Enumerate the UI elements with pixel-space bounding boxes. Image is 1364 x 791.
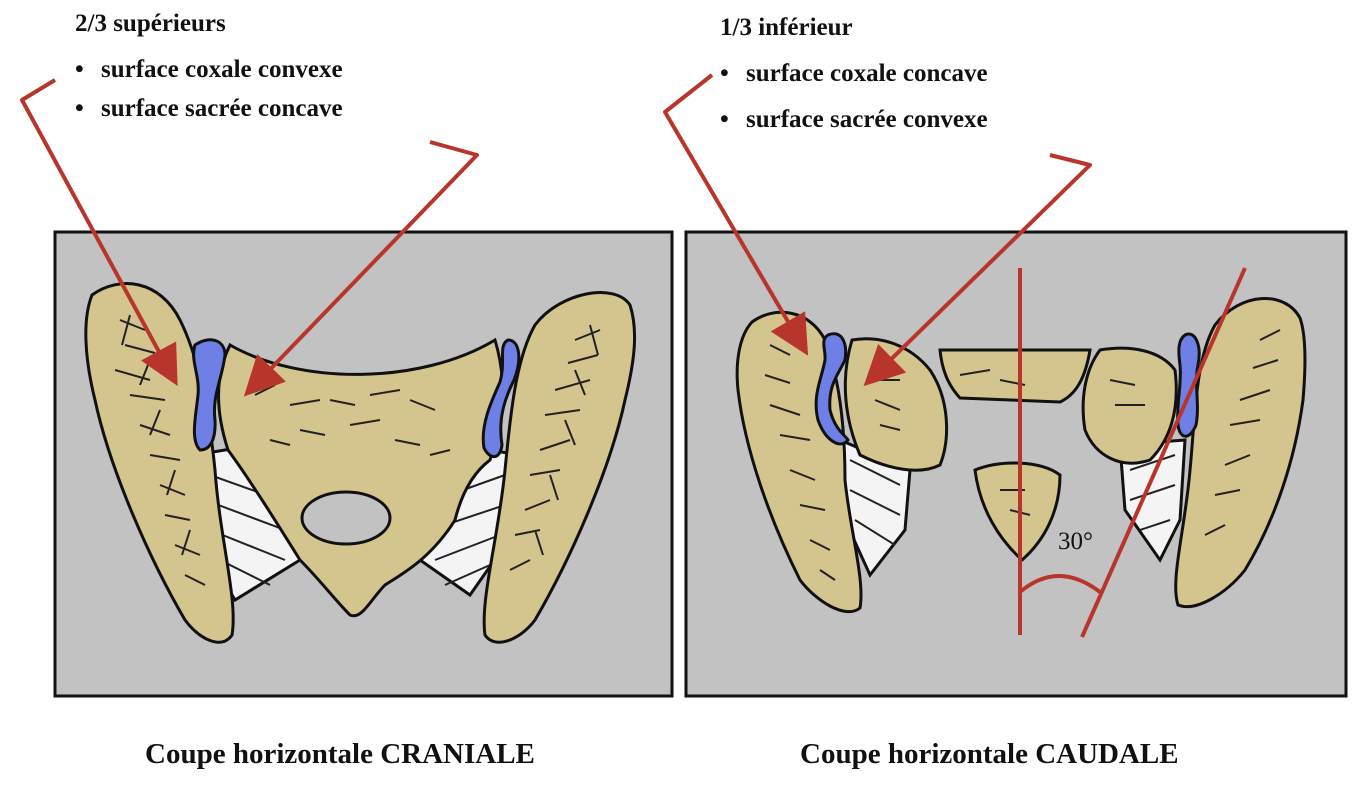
upper-bullet-2-text: surface sacrée concave bbox=[101, 95, 343, 122]
annotation-arrows bbox=[20, 73, 1092, 397]
lower-bullet-2: • surface sacrée convexe bbox=[720, 106, 988, 134]
bullet-dot: • bbox=[720, 60, 729, 87]
caudal-section-panel bbox=[684, 230, 1348, 698]
arrow-sacree-convexe bbox=[863, 153, 1092, 387]
bullet-dot: • bbox=[720, 106, 729, 133]
arrow-coxale-convexe bbox=[20, 78, 178, 387]
arrow-sacree-concave bbox=[243, 140, 479, 397]
arrow-coxale-concave bbox=[663, 73, 809, 356]
lower-bullet-1: • surface coxale concave bbox=[720, 60, 988, 88]
lower-bullet-1-text: surface coxale concave bbox=[746, 60, 988, 87]
upper-bullet-1: • surface coxale convexe bbox=[75, 56, 343, 84]
upper-bullet-2: • surface sacrée concave bbox=[75, 95, 343, 123]
cranial-section-panel bbox=[53, 230, 674, 698]
upper-bullet-1-text: surface coxale convexe bbox=[101, 56, 343, 83]
bullet-dot: • bbox=[75, 95, 84, 122]
angle-label: 30° bbox=[1058, 528, 1093, 555]
left-caption: Coupe horizontale CRANIALE bbox=[145, 738, 535, 770]
lower-heading: 1/3 inférieur bbox=[720, 14, 853, 41]
upper-heading: 2/3 supérieurs bbox=[75, 10, 226, 37]
right-caption: Coupe horizontale CAUDALE bbox=[800, 738, 1179, 770]
bullet-dot: • bbox=[75, 56, 84, 83]
lower-bullet-2-text: surface sacrée convexe bbox=[746, 106, 988, 133]
